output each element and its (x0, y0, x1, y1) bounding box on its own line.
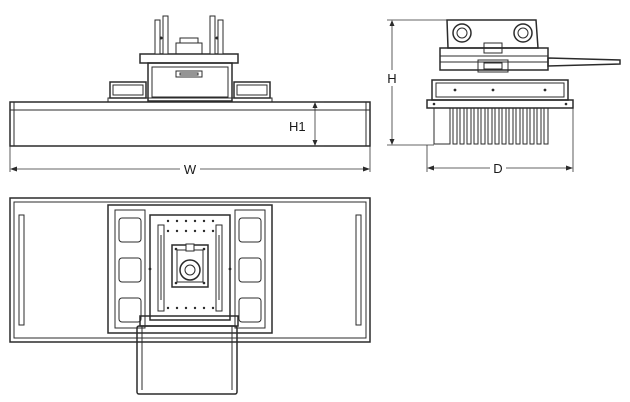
front-right-block (233, 81, 271, 99)
height1-label: H1 (289, 119, 306, 134)
top-bolt-rows (166, 219, 215, 310)
top-lower-plate (136, 325, 238, 395)
top-coupler (149, 214, 231, 321)
front-view (9, 15, 371, 147)
top-frame (9, 197, 371, 343)
width-label: W (184, 162, 197, 177)
side-view (426, 19, 621, 145)
front-body (9, 101, 371, 147)
side-teeth (433, 107, 549, 145)
height-dimension: H (387, 19, 447, 146)
depth-label: D (493, 161, 502, 176)
top-view (9, 197, 371, 395)
depth-dimension: D (426, 108, 574, 176)
front-coupler (147, 62, 233, 102)
height1-dimension: H1 (289, 101, 324, 147)
height-label: H (387, 71, 396, 86)
front-left-block (109, 81, 147, 99)
width-dimension: W (9, 146, 371, 177)
